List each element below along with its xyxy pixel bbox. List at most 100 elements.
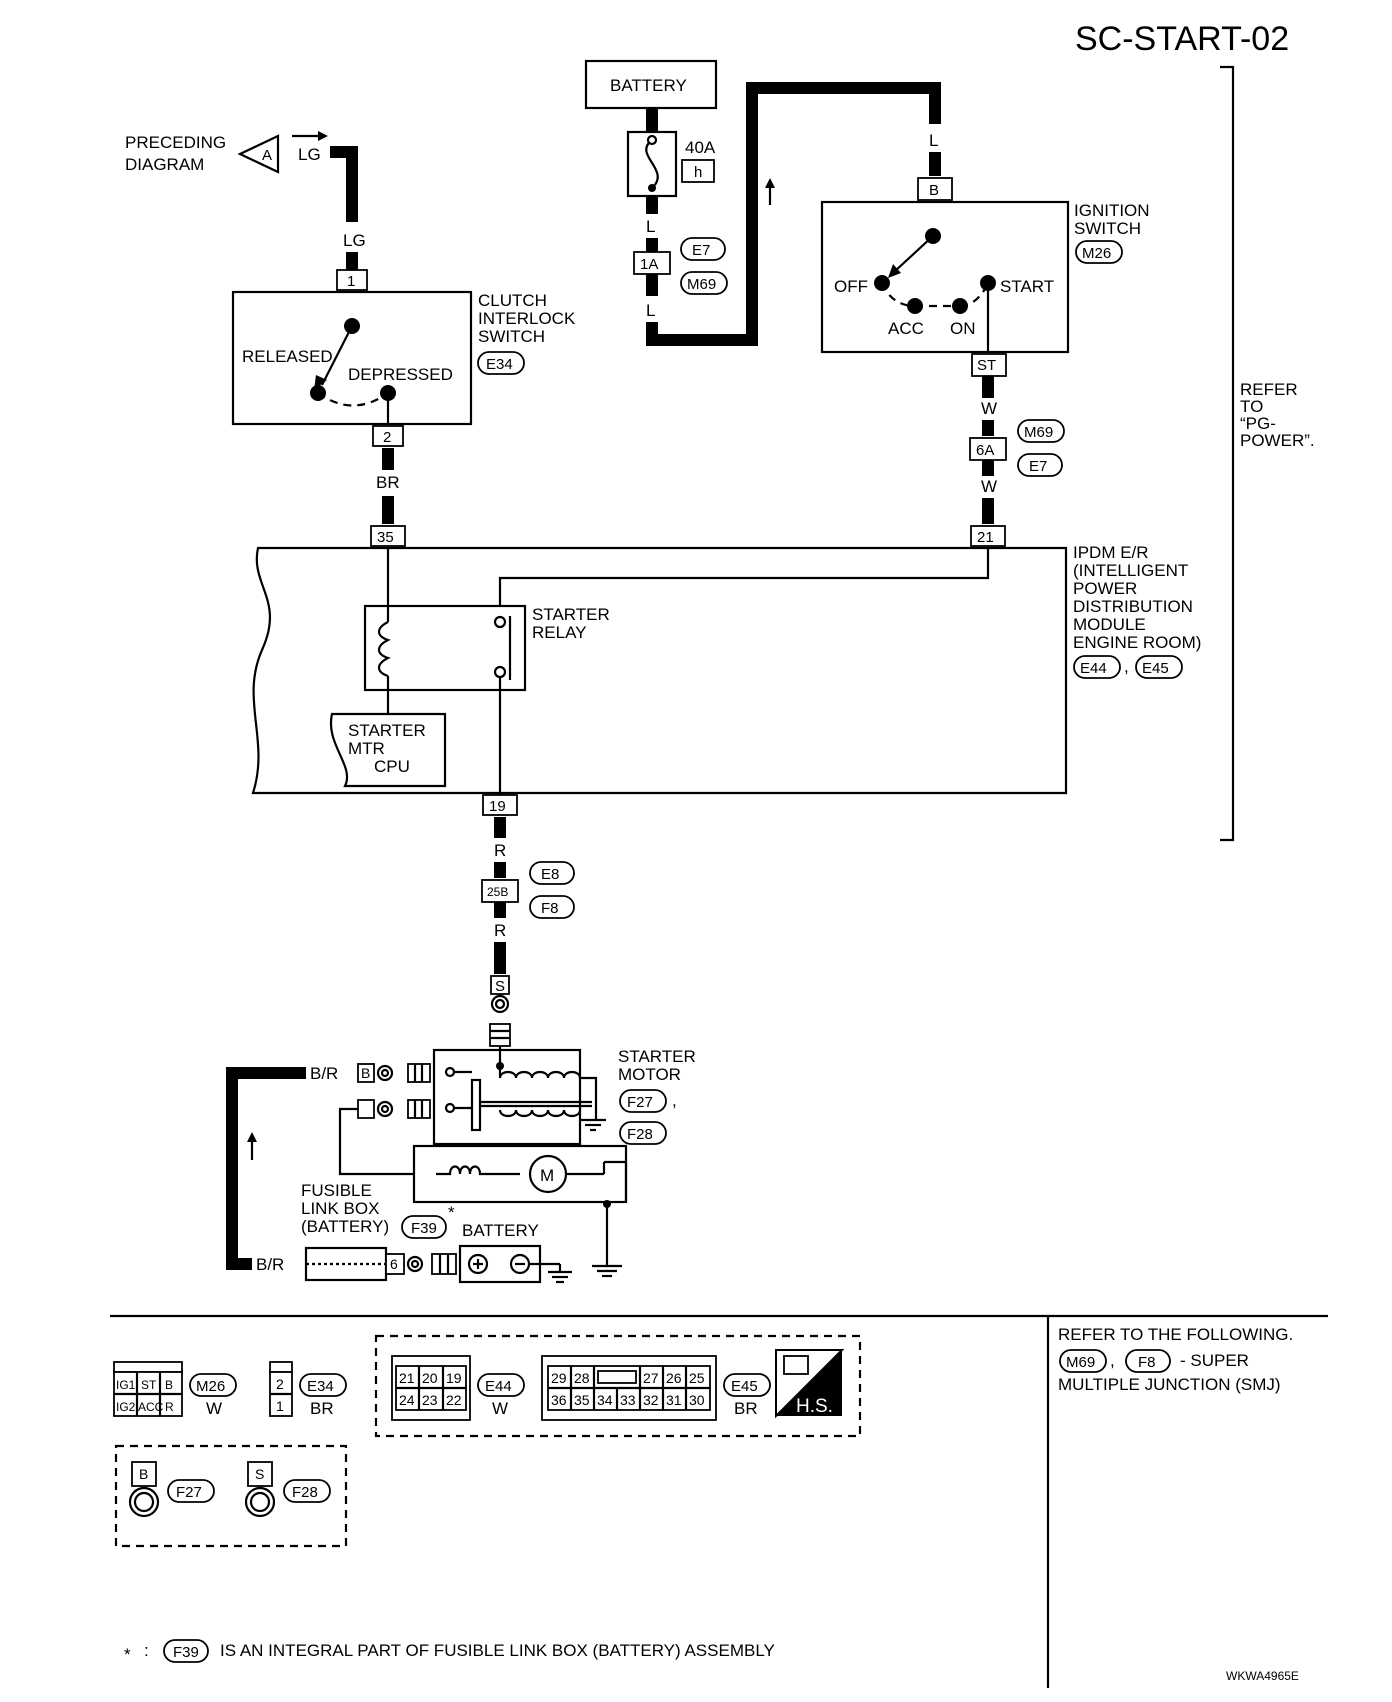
svg-text:M69: M69 — [687, 276, 716, 293]
svg-text:B/R: B/R — [256, 1255, 284, 1274]
svg-text:32: 32 — [643, 1392, 659, 1408]
svg-text:6A: 6A — [976, 442, 994, 459]
wire-l-battery-to-ignition — [646, 82, 941, 346]
svg-text:R: R — [165, 1400, 174, 1414]
refer-bracket — [1220, 65, 1235, 842]
svg-text:- SUPER: - SUPER — [1180, 1351, 1249, 1370]
svg-text:MODULE: MODULE — [1073, 615, 1146, 634]
legend-e44: 21 20 19 24 23 22 E44 W — [391, 1355, 525, 1421]
svg-text:*: * — [448, 1203, 455, 1222]
svg-text:M69: M69 — [1066, 1354, 1095, 1371]
svg-text:E45: E45 — [731, 1378, 758, 1395]
svg-text:22: 22 — [446, 1392, 462, 1408]
svg-text:STARTER: STARTER — [532, 605, 610, 624]
svg-text:SWITCH: SWITCH — [1074, 219, 1141, 238]
svg-text:SWITCH: SWITCH — [478, 327, 545, 346]
svg-text:40A: 40A — [685, 138, 716, 157]
svg-text:BATTERY: BATTERY — [610, 76, 687, 95]
ignition-switch: B OFF ACC ON START ST IGNITION SWITCH M2… — [820, 177, 1150, 377]
svg-text:IG2: IG2 — [116, 1400, 136, 1414]
svg-text:30: 30 — [689, 1392, 705, 1408]
wire-label-lg: LG — [343, 231, 366, 250]
svg-text:,: , — [1110, 1351, 1115, 1370]
svg-text:PRECEDING: PRECEDING — [125, 133, 226, 152]
svg-text:F27: F27 — [627, 1094, 653, 1111]
svg-text:OFF: OFF — [834, 277, 868, 296]
svg-text:DIAGRAM: DIAGRAM — [125, 155, 204, 174]
svg-text:ON: ON — [950, 319, 976, 338]
svg-text:29: 29 — [551, 1370, 567, 1386]
svg-text:F39: F39 — [173, 1644, 199, 1661]
svg-text:BR: BR — [310, 1399, 334, 1418]
legend-e34: 2 1 E34 BR — [269, 1361, 347, 1418]
svg-text:DEPRESSED: DEPRESSED — [348, 365, 453, 384]
wire-label-br-motor: B/R — [310, 1064, 338, 1083]
svg-text:START: START — [1000, 277, 1054, 296]
svg-text:,: , — [672, 1091, 677, 1110]
svg-text:E34: E34 — [486, 356, 513, 373]
svg-text:L: L — [646, 301, 655, 320]
footnote: * : F39 IS AN INTEGRAL PART OF FUSIBLE L… — [124, 1639, 775, 1664]
svg-text:LG: LG — [298, 145, 321, 164]
svg-text:2: 2 — [276, 1376, 284, 1392]
svg-text:MULTIPLE JUNCTION (SMJ): MULTIPLE JUNCTION (SMJ) — [1058, 1375, 1281, 1394]
svg-text:CPU: CPU — [374, 757, 410, 776]
svg-text:B: B — [139, 1466, 148, 1482]
wire-lg — [330, 146, 358, 222]
svg-text:M69: M69 — [1024, 424, 1053, 441]
svg-text:MOTOR: MOTOR — [618, 1065, 681, 1084]
svg-text:6: 6 — [390, 1256, 398, 1272]
svg-text:R: R — [494, 921, 506, 940]
svg-text:E8: E8 — [541, 866, 559, 883]
svg-text:26: 26 — [666, 1370, 682, 1386]
svg-text:DISTRIBUTION: DISTRIBUTION — [1073, 597, 1193, 616]
svg-text:LINK BOX: LINK BOX — [301, 1199, 379, 1218]
svg-text:B: B — [361, 1065, 370, 1081]
svg-text:“PG-: “PG- — [1240, 414, 1276, 433]
svg-text:F8: F8 — [541, 900, 559, 917]
svg-text:1: 1 — [347, 273, 355, 290]
svg-text:REFER: REFER — [1240, 380, 1298, 399]
svg-text:MTR: MTR — [348, 739, 385, 758]
svg-text:ACC: ACC — [138, 1400, 164, 1414]
fuse-icon — [645, 139, 659, 189]
legend-e45: 29 28 27 26 25 36 35 34 33 32 31 30 E45 … — [541, 1355, 771, 1421]
svg-text:19: 19 — [489, 798, 506, 815]
svg-text:h: h — [694, 164, 702, 181]
svg-text:W: W — [981, 477, 997, 496]
svg-text:STARTER: STARTER — [618, 1047, 696, 1066]
svg-text:E7: E7 — [692, 242, 710, 259]
legend-m26: IG1 ST B IG2 ACC R M26 W — [113, 1361, 237, 1418]
wire-label-br: BR — [376, 473, 400, 492]
svg-text:ST: ST — [141, 1378, 157, 1392]
svg-text:*: * — [124, 1645, 131, 1664]
svg-text:F27: F27 — [176, 1484, 202, 1501]
svg-text:(INTELLIGENT: (INTELLIGENT — [1073, 561, 1188, 580]
svg-text:M26: M26 — [1082, 245, 1111, 262]
svg-text:25B: 25B — [487, 885, 508, 899]
wire-label-l: L — [929, 131, 938, 150]
svg-text:35: 35 — [574, 1392, 590, 1408]
svg-text:21: 21 — [399, 1370, 415, 1386]
starter-motor: M STARTER MOTOR F27 , F28 B — [338, 1046, 696, 1278]
relay-coil-icon — [377, 621, 391, 678]
battery-top: BATTERY 40A h L 1A E7 M69 L — [584, 59, 728, 320]
clutch-interlock-switch: 1 RELEASED DEPRESSED 2 CLUTCH INTERLOCK … — [231, 252, 576, 447]
svg-text:35: 35 — [377, 529, 394, 546]
svg-text:21: 21 — [977, 529, 994, 546]
svg-text:F39: F39 — [411, 1220, 437, 1237]
arrow-up-icon — [765, 178, 775, 188]
legend-group-ipdm — [374, 1334, 862, 1438]
svg-text:B: B — [165, 1378, 173, 1392]
svg-text:BATTERY: BATTERY — [462, 1221, 539, 1240]
svg-text:23: 23 — [422, 1392, 438, 1408]
svg-text:M: M — [540, 1166, 554, 1185]
svg-text:BR: BR — [734, 1399, 758, 1418]
svg-text:33: 33 — [620, 1392, 636, 1408]
svg-text:ENGINE ROOM): ENGINE ROOM) — [1073, 633, 1201, 652]
fusible-link-box: FUSIBLE LINK BOX (BATTERY) F39 * B/R 6 B… — [256, 1181, 572, 1284]
svg-text:ST: ST — [977, 357, 996, 374]
preceding-diagram-ref: PRECEDING DIAGRAM A LG — [125, 131, 328, 174]
svg-text:,: , — [1124, 657, 1129, 676]
